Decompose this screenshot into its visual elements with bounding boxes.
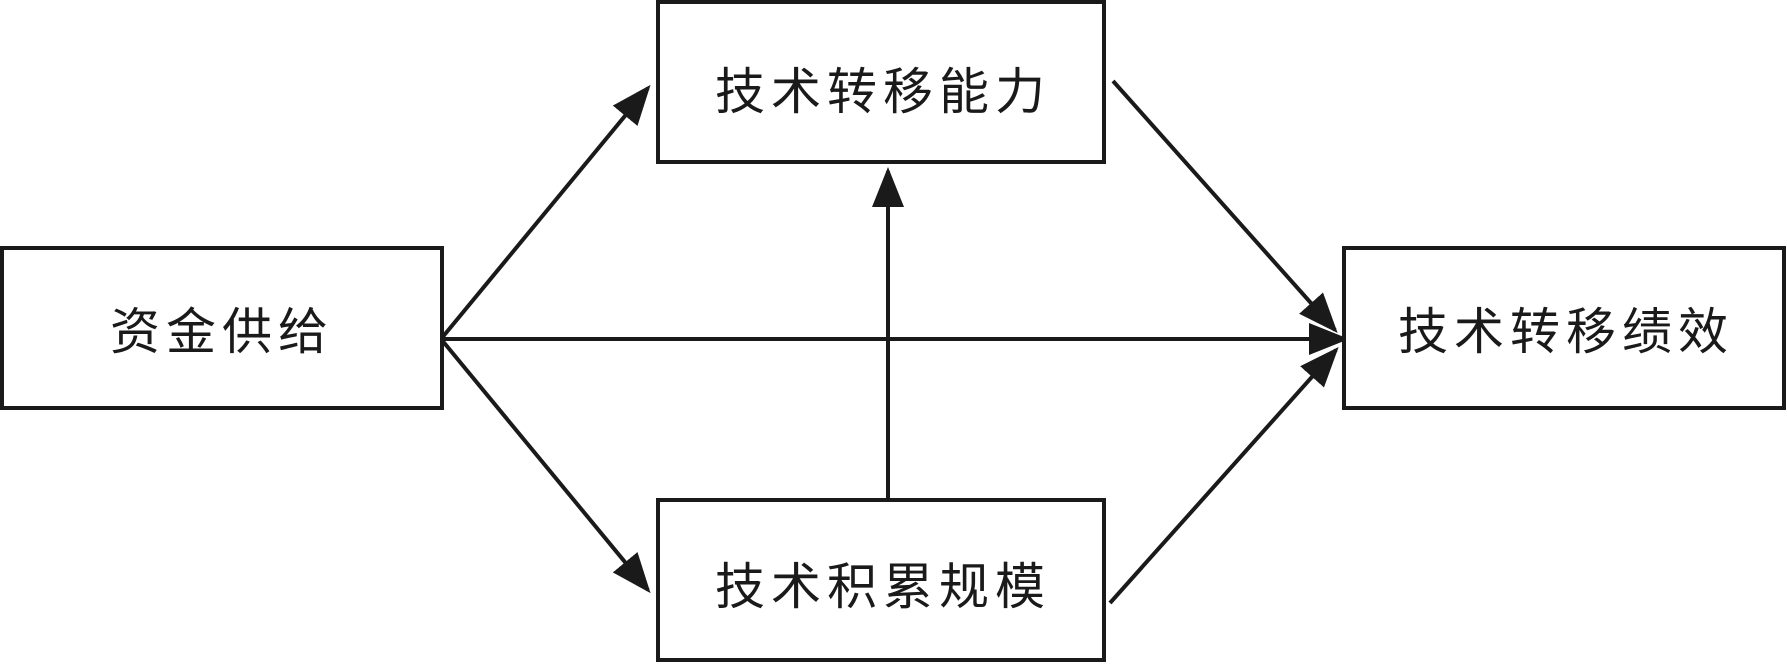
edge-capital-to-capability [439,84,651,341]
edge-capability-to-performance [1111,79,1338,333]
node-transfer-capability-label: 技术转移能力 [715,63,1051,121]
node-transfer-performance-label: 技术转移绩效 [1398,303,1734,361]
edge-capital-to-accumulation [439,337,651,594]
node-transfer-performance: 技术转移绩效 [1342,246,1786,410]
node-transfer-capability: 技术转移能力 [656,0,1106,164]
node-capital-supply: 资金供给 [0,246,444,410]
node-accumulation-scale-label: 技术积累规模 [715,558,1051,616]
edge-accumulation-to-performance [1108,347,1339,605]
node-accumulation-scale: 技术积累规模 [656,498,1106,662]
node-capital-supply-label: 资金供给 [110,303,334,361]
